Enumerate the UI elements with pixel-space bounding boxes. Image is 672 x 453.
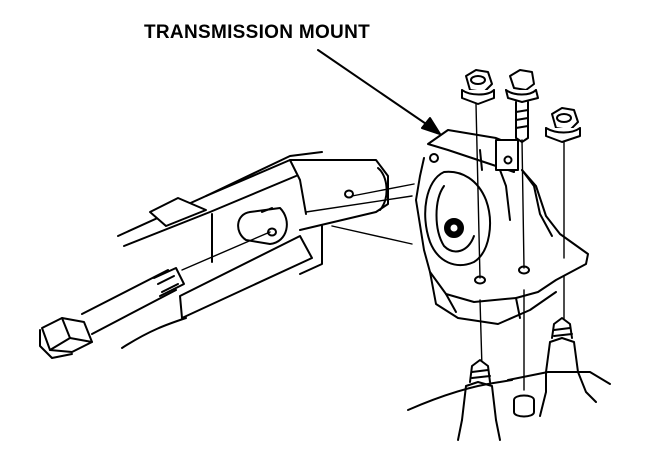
flange-nut-left <box>462 70 494 104</box>
flange-nut-right <box>546 108 580 142</box>
through-bolt <box>40 268 184 358</box>
alignment-lines <box>182 184 414 270</box>
frame-studs <box>462 318 578 420</box>
flange-bolt-middle <box>506 70 538 142</box>
label-leader-arrow <box>318 50 440 134</box>
frame <box>408 372 610 440</box>
transmission-mount <box>416 130 588 324</box>
bolt-alignment-lines <box>476 104 564 390</box>
transmission-mount-label: TRANSMISSION MOUNT <box>144 22 371 43</box>
transmission-bracket <box>118 152 388 348</box>
